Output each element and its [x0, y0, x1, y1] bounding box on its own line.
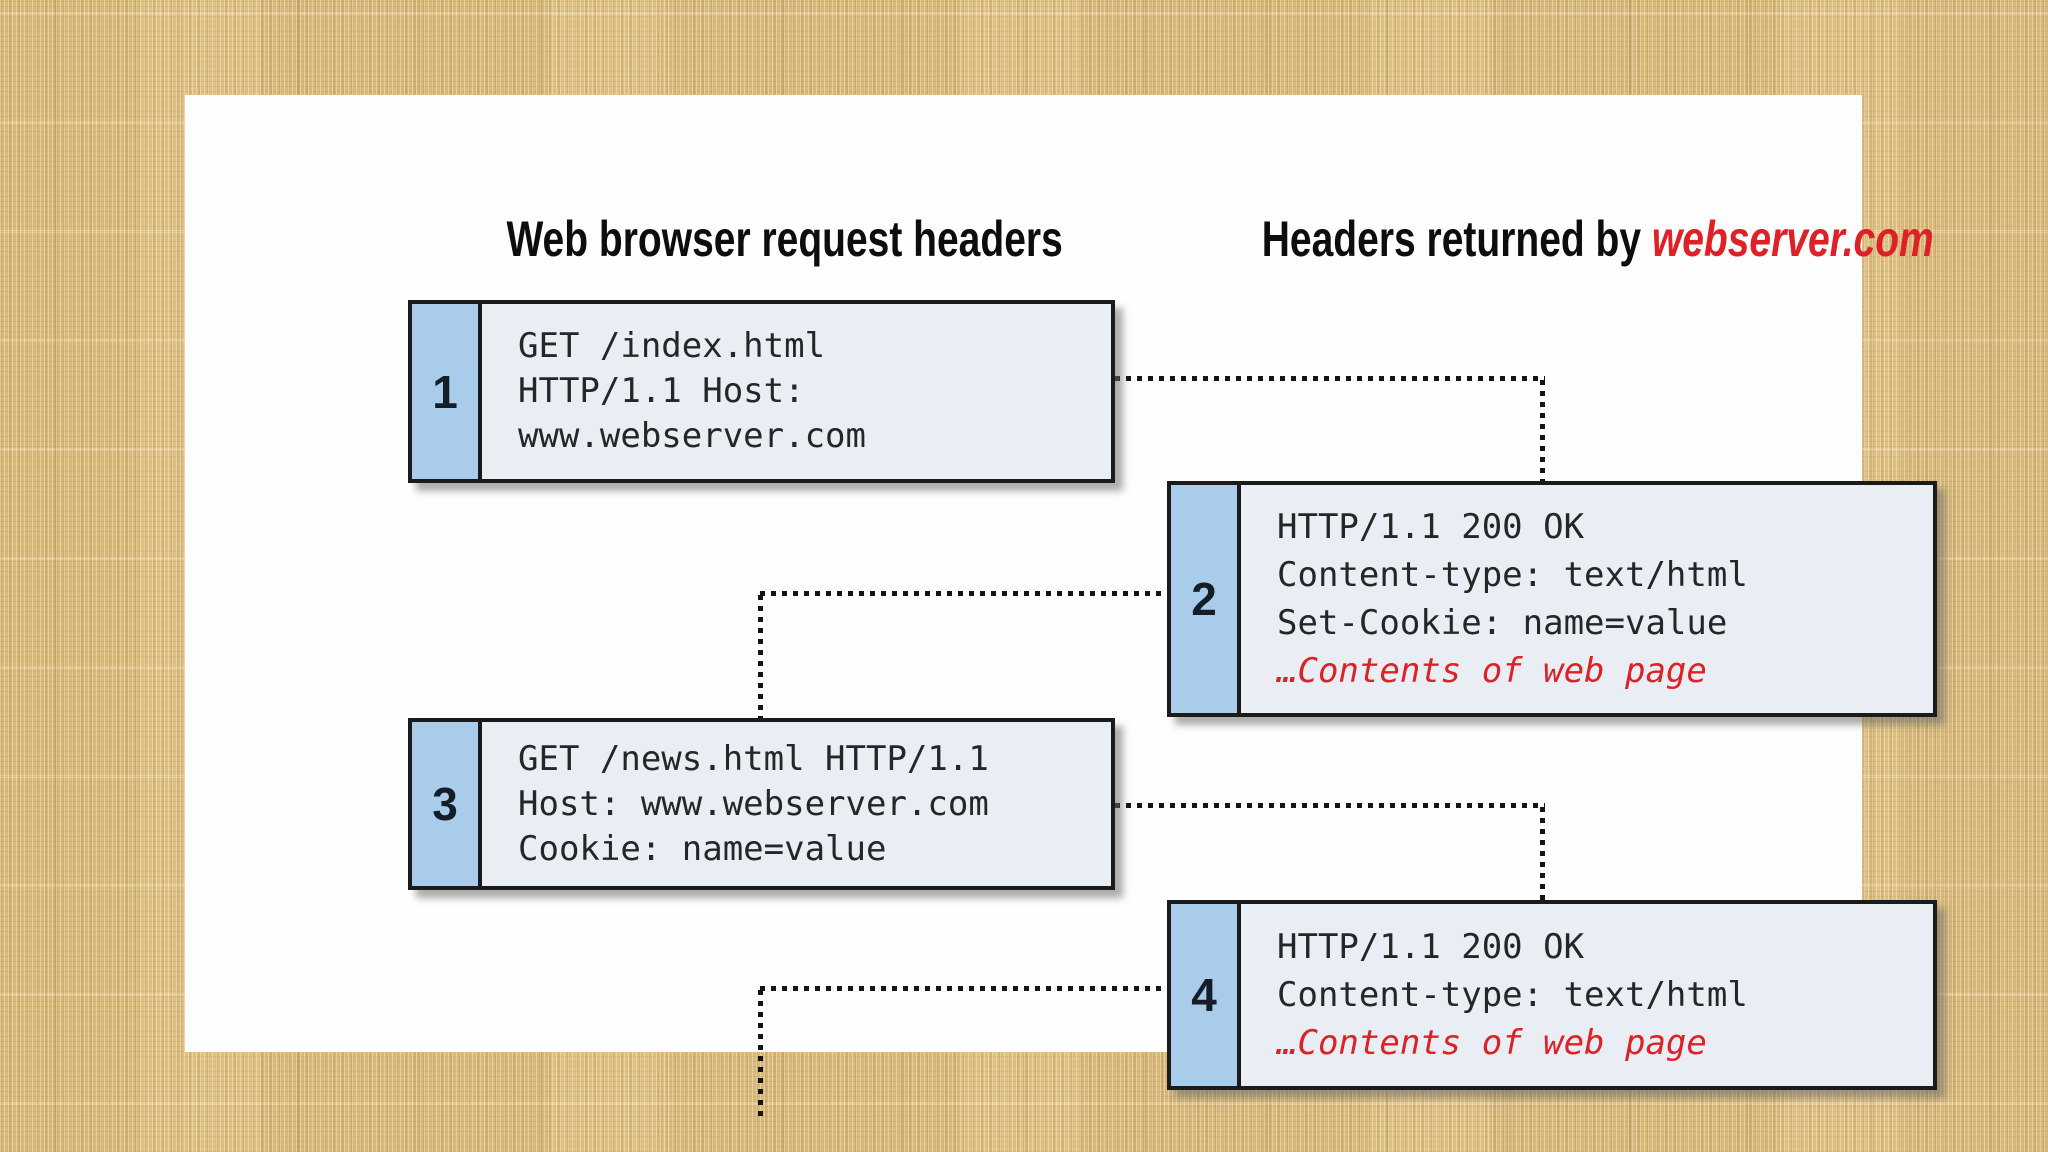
connector-4-onward-horizontal	[760, 986, 1167, 991]
column-title-request-headers-text: Web browser request headers	[506, 211, 1064, 267]
header-line: GET /news.html HTTP/1.1	[518, 738, 989, 779]
page-contents-note: …Contents of web page	[1277, 1023, 1707, 1063]
step-number-badge: 4	[1171, 904, 1241, 1086]
request-box-3: 3 GET /news.html HTTP/1.1 Host: www.webs…	[408, 718, 1115, 890]
connector-3-to-4-horizontal	[1115, 803, 1545, 808]
request-1-headers: GET /index.html HTTP/1.1 Host: www.webse…	[482, 304, 1111, 479]
connector-2-to-3-horizontal	[760, 591, 1167, 596]
column-title-response-headers-text: Headers returned by webserver.com	[1262, 211, 1934, 267]
header-line: Content-type: text/html	[1277, 975, 1748, 1015]
response-box-4: 4 HTTP/1.1 200 OK Content-type: text/htm…	[1167, 900, 1937, 1090]
diagram-panel: Web browser request headers Headers retu…	[185, 95, 1937, 1117]
header-line: HTTP/1.1 200 OK	[1277, 507, 1585, 547]
connector-4-onward-vertical	[758, 990, 763, 1117]
header-line: Set-Cookie: name=value	[1277, 603, 1728, 643]
response-2-headers: HTTP/1.1 200 OK Content-type: text/html …	[1241, 485, 1933, 713]
request-box-1: 1 GET /index.html HTTP/1.1 Host: www.web…	[408, 300, 1115, 483]
request-3-headers: GET /news.html HTTP/1.1 Host: www.webser…	[482, 722, 1111, 886]
connector-3-to-4-vertical	[1540, 807, 1545, 900]
response-4-headers: HTTP/1.1 200 OK Content-type: text/html …	[1241, 904, 1933, 1086]
response-box-2: 2 HTTP/1.1 200 OK Content-type: text/htm…	[1167, 481, 1937, 717]
header-line: Cookie: name=value	[518, 828, 887, 869]
connector-1-to-2-vertical	[1540, 380, 1545, 481]
column-title-response-headers: Headers returned by webserver.com	[1167, 211, 1937, 267]
header-line: HTTP/1.1 200 OK	[1277, 927, 1585, 967]
step-number-badge: 3	[412, 722, 482, 886]
header-line: Host: www.webserver.com	[518, 783, 989, 824]
page-contents-note: …Contents of web page	[1277, 651, 1707, 691]
connector-1-to-2-horizontal	[1115, 376, 1545, 381]
response-title-prefix: Headers returned by	[1261, 211, 1652, 267]
header-line: www.webserver.com	[518, 416, 866, 456]
header-line: HTTP/1.1 Host:	[518, 371, 805, 411]
connector-2-to-3-vertical	[758, 595, 763, 718]
step-number-badge: 2	[1171, 485, 1241, 713]
column-title-request-headers: Web browser request headers	[425, 211, 1145, 267]
header-line: Content-type: text/html	[1277, 555, 1748, 595]
step-number-badge: 1	[412, 304, 482, 479]
header-line: GET /index.html	[518, 326, 826, 366]
webserver-domain-text: webserver.com	[1651, 211, 1934, 267]
